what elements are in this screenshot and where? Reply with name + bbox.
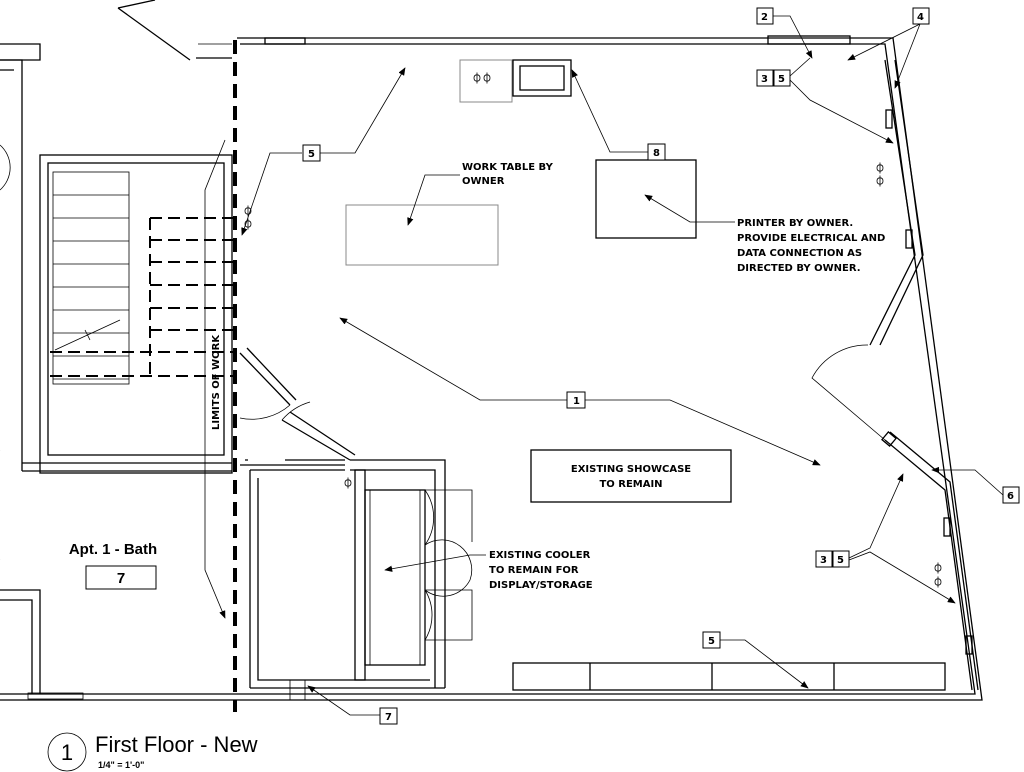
work-table (345, 204, 499, 266)
view-title: 1 First Floor - New 1/4" = 1'-0" (47, 732, 258, 772)
cooler-note: EXISTING COOLER (489, 550, 591, 561)
svg-text:⏀: ⏀ (875, 175, 885, 188)
room-number: 7 (117, 570, 125, 587)
outlet-icons: ⏀⏀ ⏀ ⏀ ⏀ ⏀ ⏀ ⏀ ⏀ (243, 72, 943, 589)
limits-of-work-label: LIMITS OF WORK (211, 334, 222, 430)
svg-text:DIRECTED BY OWNER.: DIRECTED BY OWNER. (737, 263, 861, 274)
storefront-wall (811, 59, 979, 691)
svg-text:TO REMAIN FOR: TO REMAIN FOR (489, 565, 579, 576)
svg-text:OWNER: OWNER (462, 176, 505, 187)
keynote-2: 2 (761, 12, 768, 23)
svg-text:⏀⏀: ⏀⏀ (472, 72, 492, 85)
keynote-tags: 2 4 3 5 5 8 1 6 3 5 5 7 (302, 7, 1020, 725)
limits-of-work: LIMITS OF WORK (204, 40, 237, 712)
keynote-6: 6 (1007, 491, 1014, 502)
work-table-note: WORK TABLE BY (462, 162, 554, 173)
keynote-4: 4 (917, 12, 924, 23)
keynote-1: 1 (573, 396, 580, 407)
showcase-box (530, 449, 732, 503)
keynote-3: 3 (761, 74, 768, 85)
leader-lines (241, 15, 1004, 716)
svg-text:⏀: ⏀ (875, 162, 885, 175)
cooler-room (239, 347, 473, 700)
svg-text:PROVIDE ELECTRICAL AND: PROVIDE ELECTRICAL AND (737, 233, 885, 244)
view-number: 1 (61, 740, 73, 765)
keynote-7: 7 (385, 712, 392, 723)
svg-text:DISPLAY/STORAGE: DISPLAY/STORAGE (489, 580, 593, 591)
stair (0, 59, 235, 560)
svg-text:DATA CONNECTION AS: DATA CONNECTION AS (737, 248, 862, 259)
keynote-8: 8 (653, 148, 660, 159)
keynote-3: 3 (820, 555, 827, 566)
view-title-text: First Floor - New (95, 732, 258, 757)
printer-note: PRINTER BY OWNER. (737, 218, 853, 229)
keynote-5: 5 (308, 149, 315, 160)
keynote-5: 5 (778, 74, 785, 85)
room-name: Apt. 1 - Bath (69, 541, 157, 558)
svg-text:⏀: ⏀ (933, 562, 943, 575)
room-tag: Apt. 1 - Bath 7 (69, 541, 157, 590)
view-scale: 1/4" = 1'-0" (98, 760, 144, 770)
notes: WORK TABLE BY OWNER PRINTER BY OWNER. PR… (462, 162, 885, 591)
keynote-5: 5 (708, 636, 715, 647)
svg-text:⏀: ⏀ (243, 205, 253, 218)
showcase-note: EXISTING SHOWCASE (571, 464, 691, 475)
exterior-walls (0, 0, 983, 701)
svg-text:⏀: ⏀ (343, 477, 353, 490)
svg-text:⏀: ⏀ (243, 218, 253, 231)
svg-text:TO REMAIN: TO REMAIN (599, 479, 662, 490)
furniture (27, 59, 946, 700)
svg-text:⏀: ⏀ (933, 576, 943, 589)
keynote-5: 5 (837, 555, 844, 566)
printer (595, 159, 697, 239)
bench-units (512, 662, 946, 691)
